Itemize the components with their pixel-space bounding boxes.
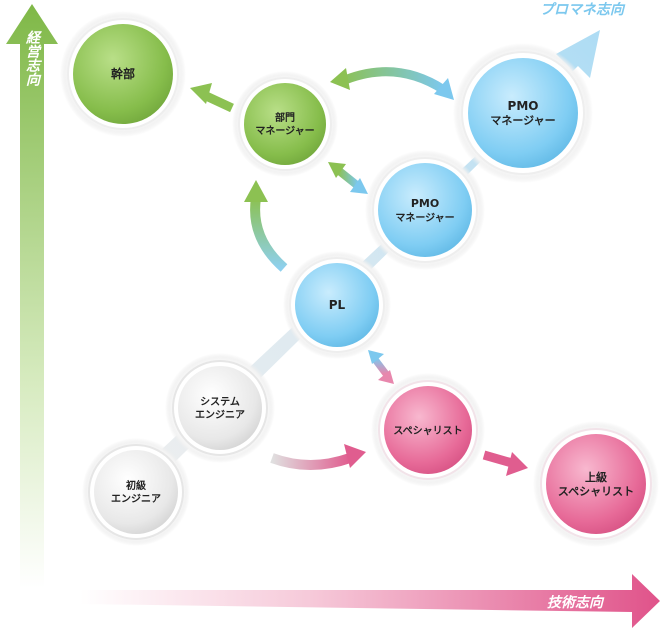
vertical-axis-arrow	[6, 4, 58, 588]
arrow-pl-to-dept	[244, 180, 288, 272]
node-executive-label: 幹部	[111, 66, 135, 81]
node-specialist-label: スペシャリスト	[393, 425, 462, 437]
node-junior-engineer-line2: エンジニア	[111, 493, 161, 505]
node-pmo-manager-line1: PMO	[411, 197, 439, 210]
node-senior-specialist-line1: 上級	[585, 470, 607, 484]
diagonal-axis-label: プロマネ志向	[540, 1, 626, 18]
node-pmo-manager-senior-line2: マネージャー	[490, 114, 555, 127]
node-system-engineer-line1: システム	[200, 396, 240, 408]
node-senior-specialist-line2: スペシャリスト	[558, 485, 634, 498]
arrow-specialist-to-senior	[482, 450, 528, 476]
node-pl-label: PL	[329, 298, 346, 312]
node-specialist: スペシャリスト	[371, 373, 485, 487]
horizontal-axis-arrow	[80, 574, 660, 628]
node-pmo-manager: PMO マネージャー	[365, 150, 485, 270]
node-junior-engineer: 初級 エンジニア	[82, 438, 190, 546]
node-pmo-manager-line2: マネージャー	[395, 212, 454, 224]
arrow-se-to-specialist	[270, 444, 366, 470]
node-dept-manager-line2: マネージャー	[255, 125, 314, 137]
node-system-engineer: システム エンジニア	[165, 353, 275, 463]
vertical-axis-label: 経営志向	[23, 29, 41, 86]
node-senior-specialist: 上級 スペシャリスト	[533, 421, 659, 547]
node-pl: PL	[283, 251, 391, 359]
arrow-dept-to-pmo-senior	[330, 67, 454, 100]
node-executive: 幹部	[60, 11, 186, 137]
arrow-dept-to-pmo	[328, 162, 368, 194]
node-dept-manager-line1: 部門	[275, 111, 295, 124]
node-dept-manager: 部門 マネージャー	[232, 71, 338, 177]
horizontal-axis-label: 技術志向	[547, 594, 605, 611]
node-pmo-manager-senior-line1: PMO	[508, 99, 539, 113]
node-junior-engineer-line1: 初級	[126, 479, 146, 492]
arrow-pl-to-specialist	[368, 350, 394, 384]
node-pmo-manager-senior: PMO マネージャー	[453, 43, 593, 183]
node-system-engineer-line2: エンジニア	[195, 409, 245, 421]
arrow-dept-to-executive	[190, 83, 234, 113]
